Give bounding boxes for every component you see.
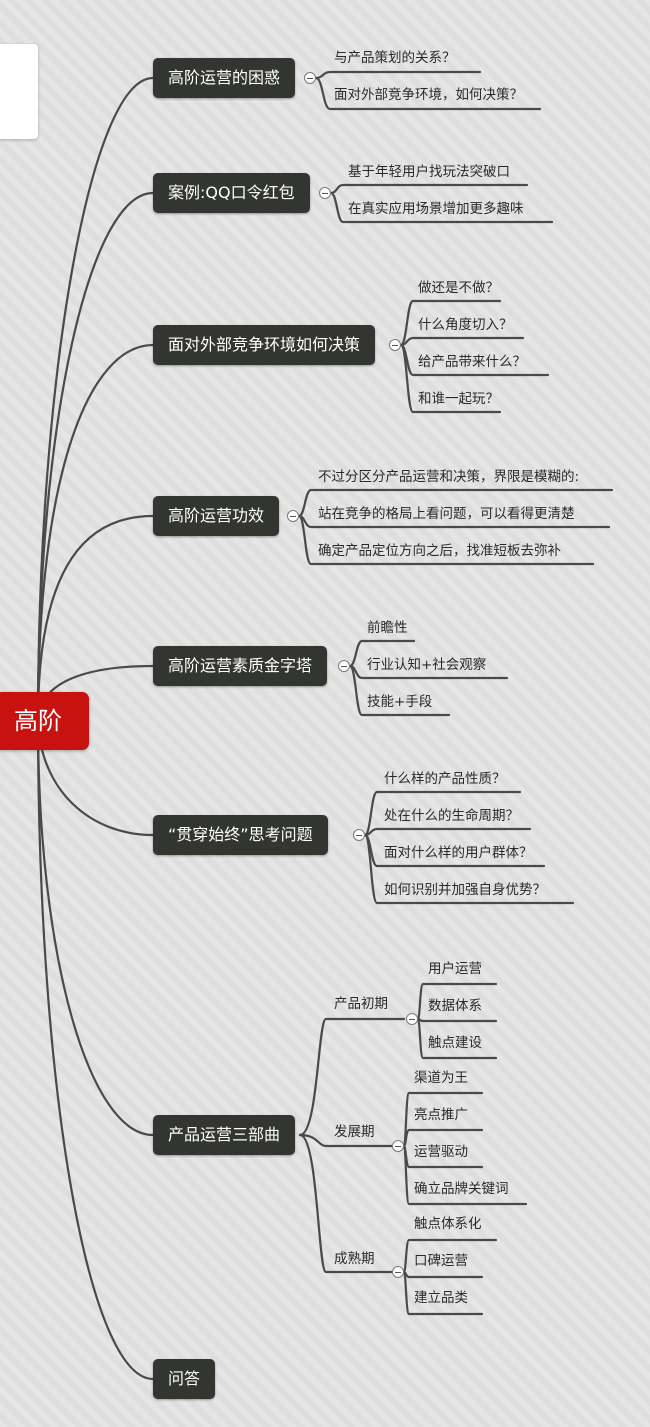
collapse-icon[interactable] [287,510,299,522]
leaf-item[interactable]: 站在竞争的格局上看问题，可以看得更清楚 [318,506,575,522]
topic-operation-confusion[interactable]: 高阶运营的困惑 [153,58,296,98]
leaf-item[interactable]: 面对外部竞争环境，如何决策？ [334,87,523,103]
collapse-icon[interactable] [353,829,365,841]
leaf-item[interactable]: 前瞻性 [367,620,408,636]
topic-think-throughout[interactable]: “贯穿始终”思考问题 [153,815,328,855]
leaf-item[interactable]: 和谁一起玩？ [418,391,499,407]
leaf-item[interactable]: 用户运营 [428,961,482,977]
connector-root-topic-7 [36,718,155,1137]
leaf-item[interactable]: 数据体系 [428,998,482,1014]
leaf-item[interactable]: 什么样的产品性质？ [384,771,506,787]
connector-root-topic-4 [36,514,155,722]
collapse-icon[interactable] [338,660,350,672]
leaf-item[interactable]: 面对什么样的用户群体？ [384,845,533,861]
offscreen-panel-stub [0,44,38,139]
connector-root-topic-1 [36,76,155,722]
subgroup-early-stage[interactable]: 产品初期 [334,996,388,1012]
topic-three-stages[interactable]: 产品运营三部曲 [153,1115,296,1155]
leaf-item[interactable]: 运营驱动 [414,1144,468,1160]
collapse-icon[interactable] [389,339,401,351]
leaf-item[interactable]: 触点体系化 [414,1216,482,1232]
connector-root-topic-2 [36,191,155,722]
leaf-item[interactable]: 触点建设 [428,1035,482,1051]
topic-external-competition-decision[interactable]: 面对外部竞争环境如何决策 [153,325,376,365]
leaf-item[interactable]: 确定产品定位方向之后，找准短板去弥补 [318,543,561,559]
leaf-item[interactable]: 亮点推广 [414,1107,468,1123]
root-topic[interactable]: 高阶 [0,692,89,750]
collapse-icon[interactable] [392,1140,404,1152]
topic-qq-red-packet-case[interactable]: 案例:QQ口令红包 [153,173,310,213]
leaf-item[interactable]: 做还是不做？ [418,280,499,296]
leaf-item[interactable]: 与产品策划的关系？ [334,50,456,66]
leaf-item[interactable]: 基于年轻用户找玩法突破口 [348,164,510,180]
topic-operation-effect[interactable]: 高阶运营功效 [153,496,280,536]
connector-root-topic-3 [36,343,155,722]
leaf-item[interactable]: 行业认知+社会观察 [367,657,487,673]
leaf-item[interactable]: 渠道为王 [414,1070,468,1086]
leaf-item[interactable]: 如何识别并加强自身优势？ [384,882,546,898]
leaf-item[interactable]: 建立品类 [414,1290,468,1306]
leaf-item[interactable]: 什么角度切入？ [418,317,513,333]
topic-qa[interactable]: 问答 [153,1359,216,1399]
leaf-item[interactable]: 处在什么的生命周期？ [384,808,519,824]
collapse-icon[interactable] [392,1266,404,1278]
leaf-item[interactable]: 不过分区分产品运营和决策，界限是模糊的: [318,469,580,485]
leaf-item[interactable]: 确立品牌关键词 [414,1181,509,1197]
collapse-icon[interactable] [406,1013,418,1025]
leaf-item[interactable]: 在真实应用场景增加更多趣味 [348,201,524,217]
connector-root-topic-8 [36,718,155,1381]
topic-quality-pyramid[interactable]: 高阶运营素质金字塔 [153,646,328,686]
leaf-item[interactable]: 口碑运营 [414,1253,468,1269]
subgroup-growth-stage[interactable]: 发展期 [334,1124,375,1140]
collapse-icon[interactable] [319,187,331,199]
subgroup-mature-stage[interactable]: 成熟期 [334,1251,375,1267]
leaf-item[interactable]: 技能+手段 [367,694,433,710]
collapse-icon[interactable] [304,72,316,84]
leaf-item[interactable]: 给产品带来什么？ [418,354,526,370]
